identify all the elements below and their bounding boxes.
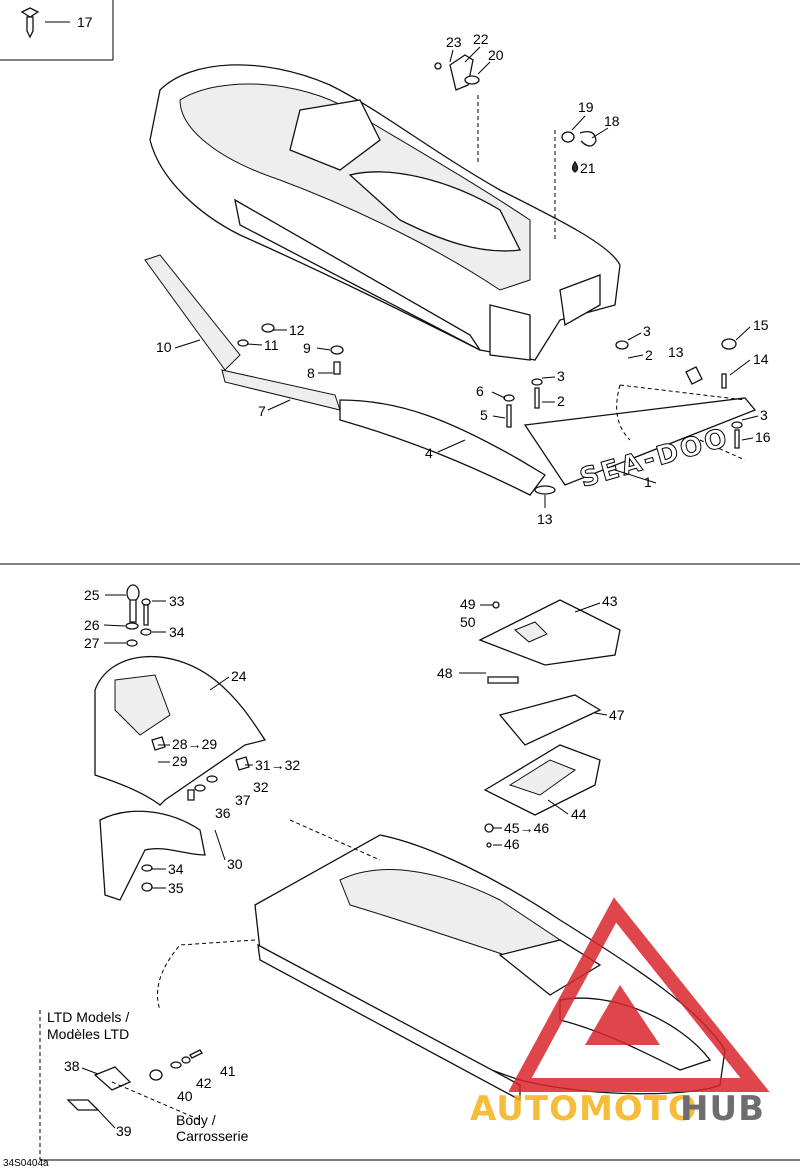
callouts-bottom: 25 33 26 34 27 24 28→29 29 31→32 32 37 3… [64,587,625,1139]
callout-2a: 2 [645,347,653,363]
callout-3c: 3 [760,407,768,423]
callout-4: 4 [425,445,433,461]
callout-leaders-bottom [81,594,608,1129]
callout-48: 48 [437,665,453,681]
callout-6: 6 [476,383,484,399]
callouts-top: 17 23 22 20 19 18 21 12 11 10 9 8 7 3 2 … [77,14,771,527]
leader-lines-bottom [39,819,381,1160]
callout-13a: 13 [668,344,684,360]
figure-code: 34S0404a [3,1158,49,1169]
body-label: Body / [176,1112,216,1128]
callout-9: 9 [303,340,311,356]
callout-42: 42 [196,1075,212,1091]
watermark-text-a: AUTOMOTO [470,1089,698,1129]
ltd-parts-drawing [66,1049,203,1121]
callout-1: 1 [644,474,652,490]
callout-34b: 34 [168,861,184,877]
callout-26: 26 [84,617,100,633]
storage-bin-drawing [478,599,621,848]
callout-30: 30 [227,856,243,872]
callout-24: 24 [231,668,247,684]
callout-10: 10 [156,339,172,355]
callout-31-32: 31→32 [255,757,300,773]
callout-44: 44 [571,806,587,822]
callout-21: 21 [580,160,596,176]
callout-14: 14 [753,351,769,367]
small-parts-top [144,54,757,496]
automotohub-watermark: AUTOMOTO HUB [470,897,770,1129]
callout-49: 49 [460,596,476,612]
callout-33: 33 [169,593,185,609]
callout-45-46: 45→46 [504,820,549,836]
handlebar-cover-drawing [94,584,267,901]
callout-3b: 3 [557,368,565,384]
callout-32: 32 [253,779,269,795]
watermark-text-b: HUB [680,1089,765,1129]
callout-50: 50 [460,614,476,630]
callout-11: 11 [264,337,279,353]
hull-deck-drawing [149,64,621,361]
screw-icon [20,7,70,39]
callout-13b: 13 [537,511,553,527]
callout-8: 8 [307,365,315,381]
callout-38: 38 [64,1058,80,1074]
leader-lines-top [477,95,746,461]
callout-5: 5 [480,407,488,423]
callout-47: 47 [609,707,625,723]
callout-25: 25 [84,587,100,603]
callout-7: 7 [258,403,266,419]
watermark-triangle-icon [508,897,770,1092]
callout-28-29: 28→29 [172,736,217,752]
callout-15: 15 [753,317,769,333]
callout-46: 46 [504,836,520,852]
callout-36: 36 [215,805,231,821]
callout-leaders-top [174,46,759,508]
callout-2b: 2 [557,393,565,409]
callout-23: 23 [446,34,462,50]
callout-40: 40 [177,1088,193,1104]
callout-27: 27 [84,635,100,651]
watermark-inner-triangle-icon [585,985,660,1045]
callout-22: 22 [473,31,489,47]
callout-43: 43 [602,593,618,609]
ltd-models-label-fr: Modèles LTD [47,1026,129,1042]
callout-20: 20 [488,47,504,63]
callout-37: 37 [235,792,251,808]
callout-16: 16 [755,429,771,445]
callout-39: 39 [116,1123,132,1139]
callout-12: 12 [289,322,305,338]
callout-3a: 3 [643,323,651,339]
callout-17: 17 [77,14,93,30]
callout-18: 18 [604,113,620,129]
body-label-fr: Carrosserie [176,1128,249,1144]
callout-29: 29 [172,753,188,769]
ltd-models-label: LTD Models / [47,1009,129,1025]
callout-19: 19 [578,99,594,115]
callout-41: 41 [220,1063,236,1079]
callout-34a: 34 [169,624,185,640]
callout-35: 35 [168,880,184,896]
